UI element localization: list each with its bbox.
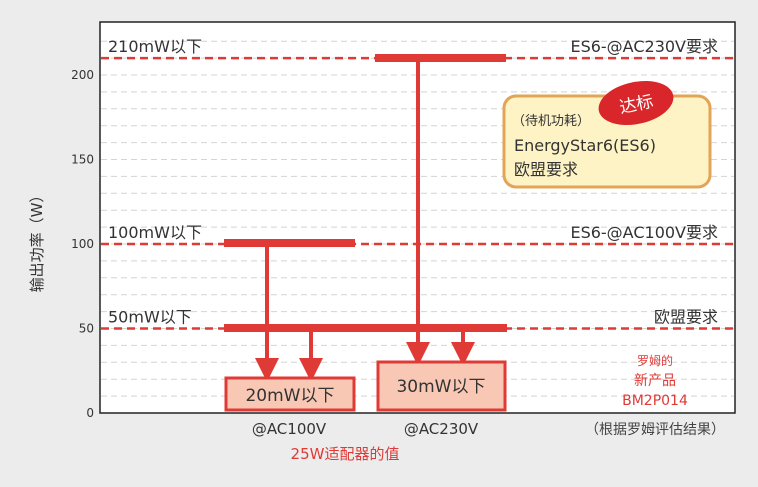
connectors (224, 54, 507, 382)
y-tick-label: 50 (79, 322, 94, 336)
threshold-right-label: ES6-@AC230V要求 (570, 37, 718, 56)
footnote: （根据罗姆评估结果） (585, 422, 725, 438)
y-tick-label: 200 (71, 68, 94, 82)
y-tick-label: 100 (71, 237, 94, 251)
group-label-ac100v: @AC100V (252, 420, 327, 438)
group-caption: 25W适配器的值 (291, 445, 400, 463)
y-axis-label: 输出功率（W） (28, 188, 46, 293)
threshold-right-label: 欧盟要求 (654, 308, 718, 327)
threshold-left-label: 100mW以下 (108, 223, 202, 242)
group-label-ac230v: @AC230V (404, 420, 479, 438)
result-box-ac100v (224, 376, 356, 412)
threshold-right-label: ES6-@AC100V要求 (570, 223, 718, 242)
threshold-left-label: 210mW以下 (108, 37, 202, 56)
y-tick-label: 150 (71, 153, 94, 167)
product-note-3: BM2P014 (622, 393, 688, 409)
product-note-1: 罗姆的 (637, 353, 673, 368)
callout-line-3: 欧盟要求 (514, 160, 578, 179)
result-box-ac230v (376, 360, 507, 412)
badge (598, 80, 674, 126)
result-ac100v: 20mW以下 (245, 386, 334, 406)
result-ac230v: 30mW以下 (396, 377, 485, 397)
y-axis: 0 50 100 150 200 (71, 68, 94, 420)
product-note-2: 新产品 (634, 373, 676, 389)
callout-line-2: EnergyStar6(ES6) (514, 136, 656, 155)
y-tick-label: 0 (86, 406, 94, 420)
callout-line-1: （待机功耗） (512, 114, 590, 129)
threshold-left-label: 50mW以下 (108, 308, 192, 327)
